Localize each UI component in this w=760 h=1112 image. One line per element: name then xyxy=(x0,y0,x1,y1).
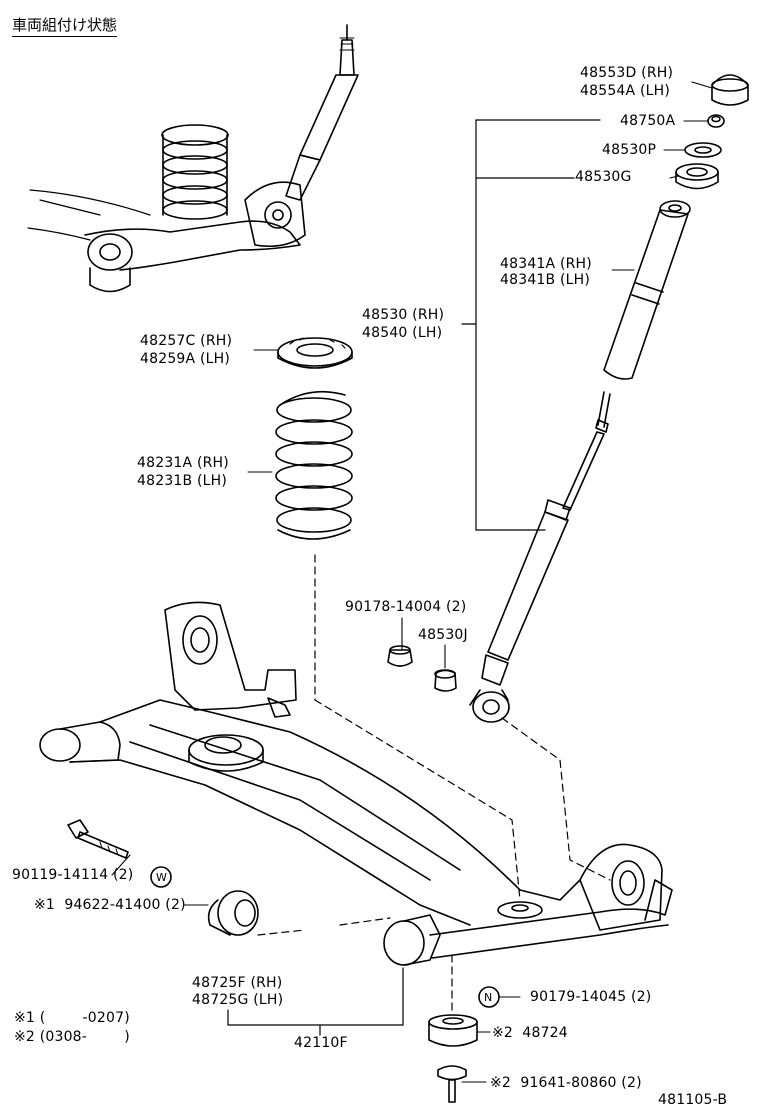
assembly-dashed-lines xyxy=(257,554,611,1011)
label-cushion-48530j: 48530J xyxy=(418,627,468,643)
label-bolt-91641: ※2 91641-80860 (2) xyxy=(490,1075,642,1091)
axle-beam-drawing xyxy=(39,601,673,966)
label-bush-48725-rh: 48725F (RH) xyxy=(192,975,283,991)
note-w-circle xyxy=(150,866,172,888)
diagram-id: 481105-B xyxy=(658,1092,728,1108)
label-boot-rh: 48341A (RH) xyxy=(500,256,592,272)
diagram-title: 車両組付け状態 xyxy=(12,14,118,37)
bush-94622-drawing xyxy=(207,890,259,936)
inset-shock-absorber xyxy=(285,24,359,201)
boot-drawing xyxy=(603,200,691,380)
bolt-90178-drawing xyxy=(387,645,413,667)
washer-48530p-drawing xyxy=(684,142,722,158)
footnote-1: ※1 ( -0207) xyxy=(14,1010,130,1026)
bolt-90119-drawing xyxy=(67,819,129,859)
nut-48750a-drawing xyxy=(707,114,725,128)
label-bracket-48724: ※2 48724 xyxy=(492,1025,568,1041)
label-bolt-90119: 90119-14114 (2) xyxy=(12,867,134,883)
label-coil-spring-lh: 48231B (LH) xyxy=(137,473,228,489)
label-spring-insulator-rh: 48257C (RH) xyxy=(140,333,233,349)
assembled-inset-drawing xyxy=(27,24,359,293)
footnote-2: ※2 (0308- ) xyxy=(14,1029,130,1045)
label-note-w: W xyxy=(156,871,168,884)
label-bush-94622: ※1 94622-41400 (2) xyxy=(34,897,186,913)
label-insulator-rh: 48553D (RH) xyxy=(580,65,674,81)
label-cushion-48530g: 48530G xyxy=(575,169,632,185)
coil-spring-drawing xyxy=(275,390,353,540)
bracket-48724-drawing xyxy=(428,1014,478,1047)
label-nut-48750a: 48750A xyxy=(620,113,676,129)
label-insulator-lh: 48554A (LH) xyxy=(580,83,671,99)
label-boot-lh: 48341B (LH) xyxy=(500,272,591,288)
note-n-circle xyxy=(478,986,500,1008)
label-bolt-90178: 90178-14004 (2) xyxy=(345,599,467,615)
spring-insulator-drawing xyxy=(277,337,353,369)
leader-lines xyxy=(111,81,713,1083)
label-coil-spring-rh: 48231A (RH) xyxy=(137,455,229,471)
upper-insulator-drawing xyxy=(711,74,749,106)
label-absorber-lh: 48540 (LH) xyxy=(362,325,443,341)
absorber-group-bracket xyxy=(461,119,601,531)
beam-42110f-bracket xyxy=(227,967,404,1036)
label-absorber-rh: 48530 (RH) xyxy=(362,307,445,323)
shock-absorber-drawing xyxy=(469,391,611,723)
cushion-48530j-drawing xyxy=(434,669,457,692)
label-washer-48530p: 48530P xyxy=(602,142,657,158)
label-beam-42110f: 42110F xyxy=(294,1035,348,1051)
label-note-n: N xyxy=(484,991,493,1004)
label-spring-insulator-lh: 48259A (LH) xyxy=(140,351,231,367)
inset-coil-spring xyxy=(161,124,229,220)
bolt-91641-drawing xyxy=(437,1065,467,1103)
cushion-48530g-drawing xyxy=(675,163,719,190)
label-nut-90179: 90179-14045 (2) xyxy=(530,989,652,1005)
label-bush-48725-lh: 48725G (LH) xyxy=(192,992,284,1008)
